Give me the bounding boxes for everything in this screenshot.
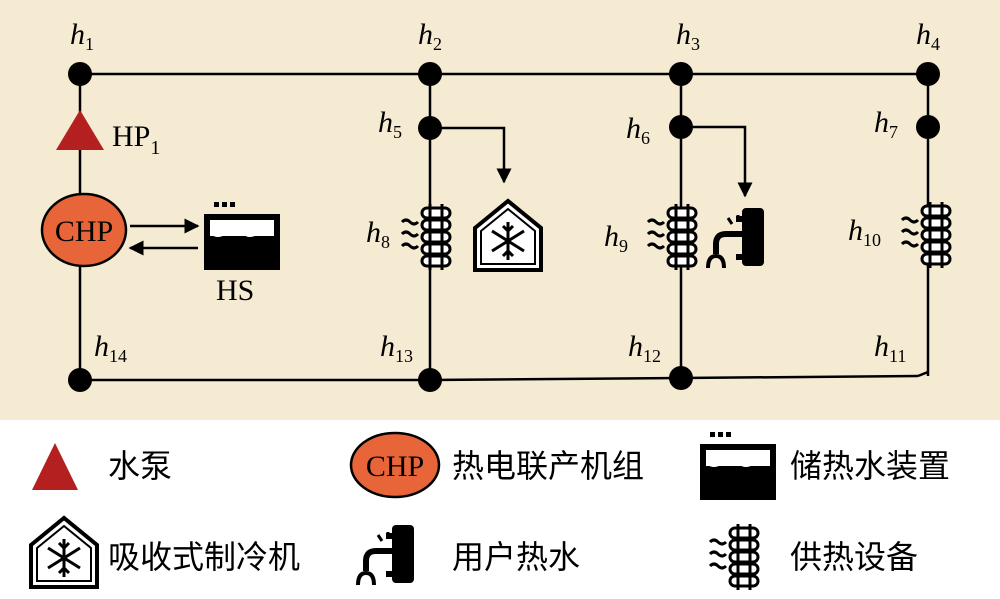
pump-triangle-icon [56, 110, 104, 150]
legend-pump-text: 水泵 [108, 447, 173, 485]
label-h6: h6 [626, 112, 650, 148]
arrow-h6-to-hot-water [681, 125, 753, 198]
radiator-icon [900, 200, 952, 270]
absorption-chiller-icon [473, 199, 543, 272]
label-h12: h12 [628, 330, 661, 366]
chp-label: CHP [55, 215, 113, 248]
hot-water-faucet-icon [708, 208, 764, 268]
legend-storage-text: 储热水装置 [790, 447, 951, 485]
label-h7: h7 [874, 106, 898, 142]
legend-chp-text: 热电联产机组 [452, 447, 645, 485]
label-h3: h3 [676, 18, 700, 54]
legend-hot-water-text: 用户热水 [452, 538, 581, 576]
label-h14: h14 [94, 330, 127, 366]
node-h5 [418, 116, 442, 140]
pump-label: HP1 [112, 120, 160, 159]
node-h14 [68, 368, 92, 392]
label-h11: h11 [874, 330, 906, 366]
label-h1: h1 [70, 18, 94, 54]
heat-storage-tank-icon [204, 202, 280, 270]
heat-storage-tank-icon [700, 432, 776, 500]
label-h2: h2 [418, 18, 442, 54]
label-h5: h5 [378, 106, 402, 142]
label-h10: h10 [848, 214, 881, 250]
legend: CHP [29, 431, 776, 592]
node-h2 [418, 62, 442, 86]
storage-label: HS [216, 274, 254, 307]
legend-heating-text: 供热设备 [790, 538, 919, 576]
label-h13: h13 [380, 330, 413, 366]
node-h6 [669, 115, 693, 139]
node-h7 [916, 115, 940, 139]
label-h8: h8 [366, 216, 390, 252]
radiator-icon [708, 522, 760, 592]
radiator-icon [646, 202, 698, 272]
node-h12 [669, 366, 693, 390]
legend-chp-icon-label: CHP [366, 450, 424, 483]
node-h3 [669, 62, 693, 86]
chp-circle-icon [349, 431, 441, 499]
legend-chiller-text: 吸收式制冷机 [108, 538, 301, 576]
arrow-h5-to-chiller [430, 126, 512, 184]
hot-water-faucet-icon [358, 525, 414, 585]
label-h4: h4 [916, 18, 940, 54]
nodes [68, 62, 940, 392]
radiator-icon [400, 202, 452, 272]
chp-circle-icon [40, 192, 128, 268]
label-h9: h9 [604, 220, 628, 256]
node-h1 [68, 62, 92, 86]
absorption-chiller-icon [29, 516, 99, 589]
pump-triangle-icon [32, 443, 78, 490]
node-h4 [916, 62, 940, 86]
node-h13 [418, 368, 442, 392]
